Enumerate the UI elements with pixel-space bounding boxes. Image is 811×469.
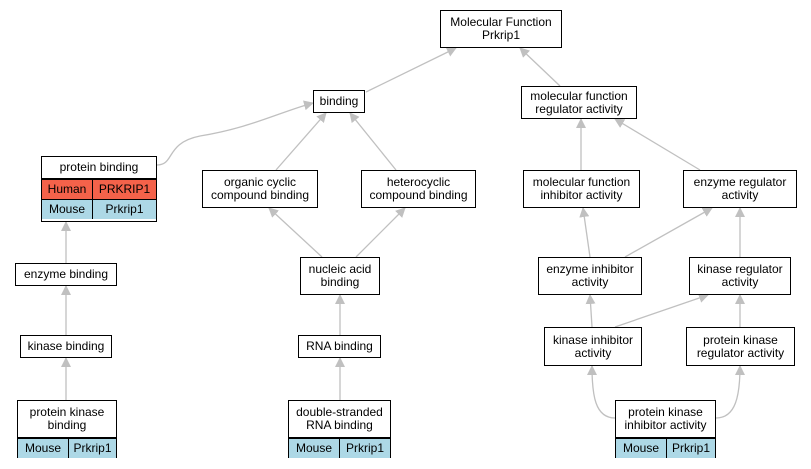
node-pkra-label: protein kinase regulator activity [696, 332, 785, 360]
node-kinase-regulator-activity[interactable]: kinase regulator activity [689, 257, 791, 295]
gene-label: Prkrip1 [68, 439, 116, 458]
node-binding-label: binding [319, 94, 359, 108]
edge-era-to-mfra [614, 118, 701, 171]
gene-label: Prkrip1 [92, 200, 156, 219]
node-nucleic-acid-binding[interactable]: nucleic acid binding [300, 257, 380, 295]
edge-hcb-to-binding [349, 112, 397, 171]
node-hcb-label: heterocyclic compound binding [369, 175, 468, 202]
edge-nab-to-ocb [268, 207, 323, 258]
annotation-row-human: Human PRKRIP1 [42, 179, 156, 199]
edge-nab-to-hcb [355, 207, 406, 258]
annotation-row-mouse: Mouse Prkrip1 [18, 438, 116, 458]
species-label: Mouse [622, 441, 660, 455]
node-eia-label: enzyme inhibitor activity [546, 262, 634, 289]
edge-binding-to-mf [365, 47, 457, 93]
node-binding[interactable]: binding [313, 90, 365, 113]
annotation-row-mouse: Mouse Prkrip1 [42, 199, 156, 219]
node-nab-label: nucleic acid binding [308, 262, 372, 289]
node-enzyme-binding-label: enzyme binding [23, 267, 109, 281]
edge-pkia-to-pkra [715, 365, 745, 419]
edge-kia-to-kra [614, 293, 709, 328]
edge-eia-to-era [624, 207, 713, 258]
node-kinase-binding-label: kinase binding [27, 339, 105, 353]
edge-ocb-to-binding [275, 112, 327, 171]
node-molecular-function[interactable]: Molecular Function Prkrip1 [440, 10, 562, 48]
node-protein-binding-label: protein binding [42, 157, 156, 179]
edge-pkia-to-kia [587, 365, 616, 419]
edge-kia-to-eia [585, 294, 596, 328]
species-label: Mouse [48, 202, 86, 216]
node-ocb-label: organic cyclic compound binding [210, 175, 310, 202]
node-mfra-label: molecular function regulator activity [530, 88, 628, 116]
node-protein-kinase-inhibitor-activity[interactable]: protein kinase inhibitor activity Mouse … [615, 400, 716, 458]
node-pkb-label: protein kinase binding [18, 401, 116, 438]
node-protein-binding[interactable]: protein binding Human PRKRIP1 Mouse Prkr… [41, 156, 157, 222]
node-enzyme-binding[interactable]: enzyme binding [15, 263, 117, 286]
node-kra-label: kinase regulator activity [697, 262, 783, 289]
gene-label: PRKRIP1 [92, 180, 156, 199]
node-molecular-function-regulator-activity[interactable]: molecular function regulator activity [521, 86, 637, 119]
node-kinase-inhibitor-activity[interactable]: kinase inhibitor activity [544, 327, 642, 366]
node-dsrna-label: double-stranded RNA binding [289, 401, 390, 438]
node-kia-label: kinase inhibitor activity [552, 332, 634, 360]
node-molecular-function-inhibitor-activity[interactable]: molecular function inhibitor activity [523, 170, 640, 208]
species-label: Mouse [295, 441, 333, 455]
node-heterocyclic-compound-binding[interactable]: heterocyclic compound binding [361, 170, 476, 208]
node-pkia-label: protein kinase inhibitor activity [616, 401, 715, 438]
node-double-stranded-rna-binding[interactable]: double-stranded RNA binding Mouse Prkrip… [288, 400, 391, 458]
node-protein-kinase-binding[interactable]: protein kinase binding Mouse Prkrip1 [17, 400, 117, 458]
annotation-row-mouse: Mouse Prkrip1 [616, 438, 715, 458]
species-label: Human [47, 182, 87, 196]
node-enzyme-inhibitor-activity[interactable]: enzyme inhibitor activity [538, 257, 642, 295]
gene-label: Prkrip1 [666, 439, 715, 458]
edge-protein-binding-to-binding [156, 100, 314, 166]
node-kinase-binding[interactable]: kinase binding [20, 335, 112, 358]
node-protein-kinase-regulator-activity[interactable]: protein kinase regulator activity [686, 327, 795, 366]
edge-mfra-to-mf [519, 47, 561, 87]
node-mfia-label: molecular function inhibitor activity [532, 175, 631, 202]
species-label: Mouse [24, 441, 62, 455]
node-enzyme-regulator-activity[interactable]: enzyme regulator activity [683, 170, 797, 208]
annotation-row-mouse: Mouse Prkrip1 [289, 438, 390, 458]
node-rna-binding[interactable]: RNA binding [298, 335, 381, 358]
node-organic-cyclic-compound-binding[interactable]: organic cyclic compound binding [202, 170, 318, 208]
gene-label: Prkrip1 [339, 439, 390, 458]
node-molecular-function-label: Molecular Function Prkrip1 [450, 15, 552, 42]
edge-eia-to-mfia [579, 207, 591, 258]
node-era-label: enzyme regulator activity [693, 175, 787, 202]
node-rna-binding-label: RNA binding [306, 339, 373, 353]
